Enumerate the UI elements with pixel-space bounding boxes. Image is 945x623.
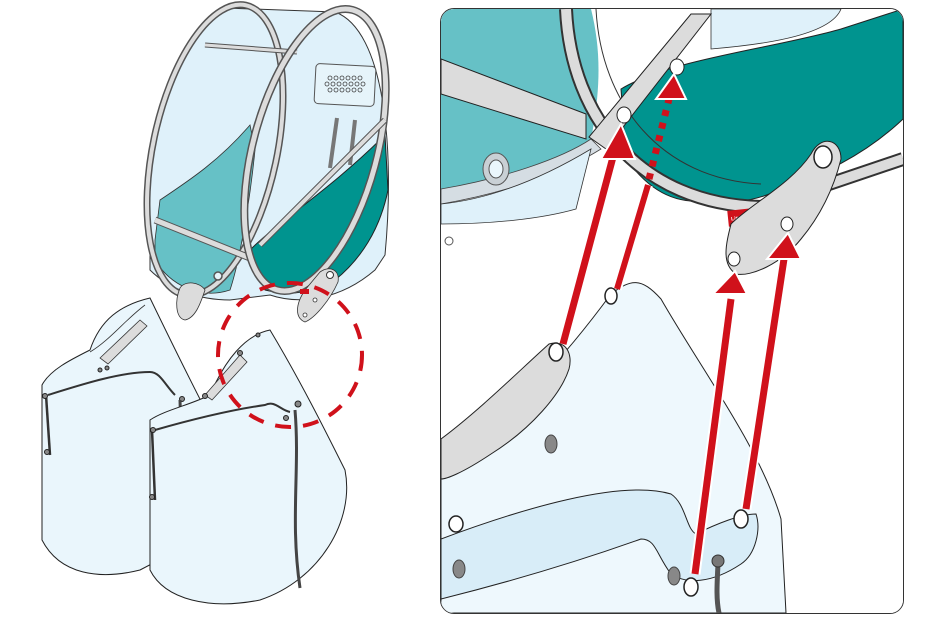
windshield-right bbox=[149, 329, 348, 605]
left-side-plate bbox=[176, 282, 206, 321]
highlight-circle bbox=[216, 281, 364, 429]
arrow-4-head bbox=[764, 231, 803, 260]
windshield-hole-a bbox=[683, 577, 699, 597]
side-plate bbox=[725, 141, 842, 275]
right-side-plate bbox=[297, 268, 339, 323]
bracket-hole bbox=[548, 342, 564, 362]
shell-hole bbox=[213, 271, 223, 281]
vent-holes bbox=[324, 75, 366, 93]
canopy bbox=[143, 1, 390, 323]
plate-hole-upper bbox=[780, 216, 794, 232]
plate-hole-lower bbox=[727, 251, 741, 267]
windshield-bracket bbox=[441, 342, 571, 480]
frame-hole-upper bbox=[669, 58, 685, 76]
frame-hole-lower bbox=[616, 106, 632, 124]
overview-illustration bbox=[41, 1, 390, 605]
brand-tag-small bbox=[300, 289, 309, 294]
detail-illustration: Little Kiddy's MADE IN JAPAN bbox=[441, 9, 903, 613]
windshield-top-hole bbox=[604, 287, 618, 305]
detail-panel: Little Kiddy's MADE IN JAPAN bbox=[440, 8, 904, 614]
windshield-hole-b bbox=[733, 509, 749, 529]
arrow-1-head bbox=[599, 121, 637, 160]
alignment-arrows bbox=[557, 72, 803, 575]
arrow-3-head bbox=[710, 269, 749, 295]
strap-slot bbox=[328, 117, 339, 169]
arrow-2-head bbox=[654, 72, 688, 100]
cord bbox=[714, 563, 722, 613]
overview-panel bbox=[0, 0, 430, 623]
